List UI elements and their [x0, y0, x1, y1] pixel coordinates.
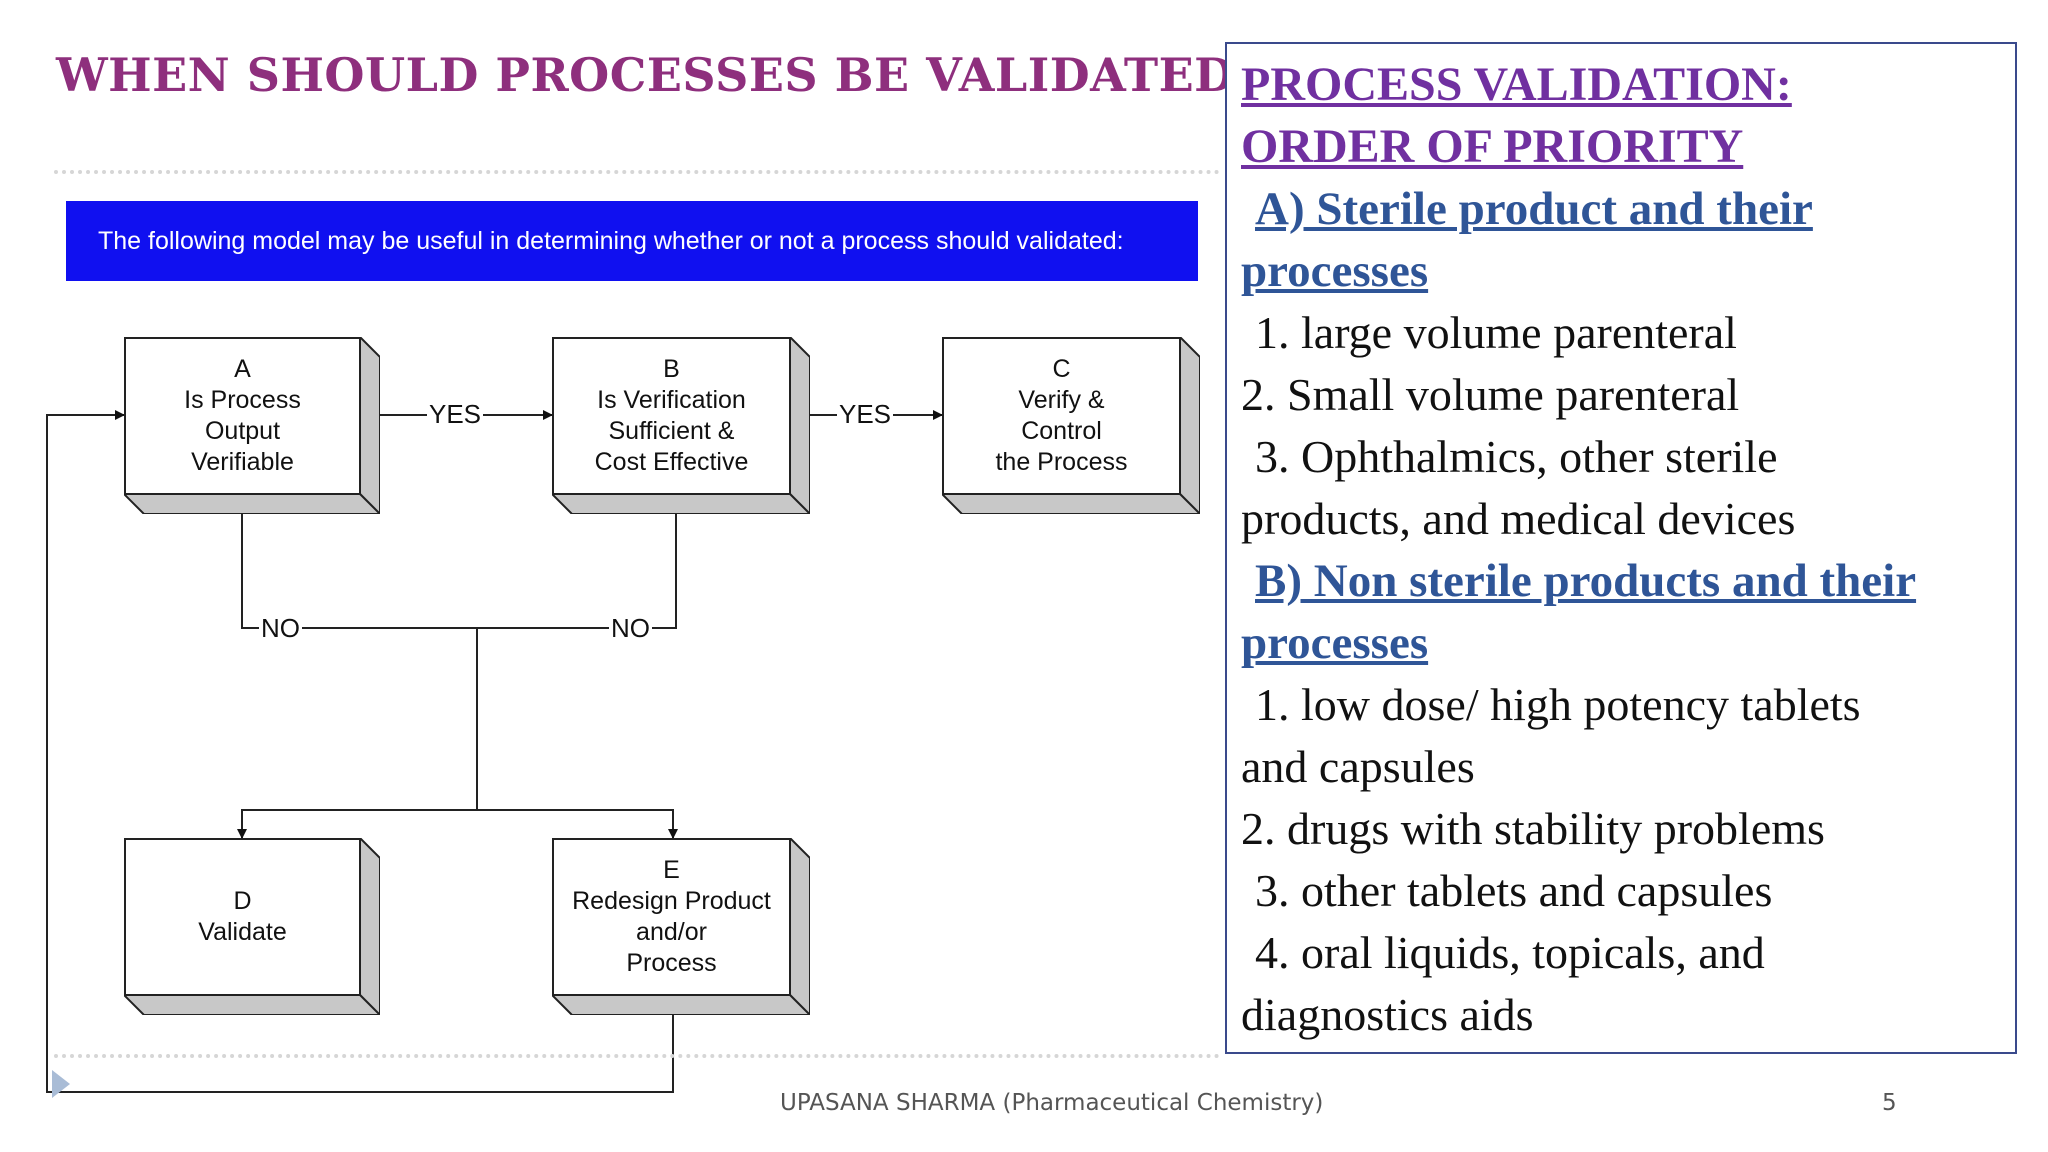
banner-text: The following model may be useful in det…: [98, 226, 1124, 255]
box-a-line-1: A: [234, 355, 251, 383]
label-no-a: NO: [259, 613, 302, 643]
divider-top: [54, 170, 1220, 174]
flow-box-c: C Verify & Control the Process: [942, 337, 1200, 514]
model-banner: The following model may be useful in det…: [66, 201, 1198, 281]
box-c-line-4: the Process: [995, 448, 1128, 476]
section-a-item-1: 1. large volume parenteral: [1255, 307, 1737, 358]
slide-title: WHEN SHOULD PROCESSES BE VALIDATED?: [56, 48, 1262, 102]
priority-heading-line-1: PROCESS VALIDATION:: [1241, 58, 1792, 111]
box-b-line-1: B: [663, 355, 680, 383]
section-b-item-4: 4. oral liquids, topicals, and: [1255, 927, 1765, 978]
flow-box-b: B Is Verification Sufficient & Cost Effe…: [552, 337, 810, 514]
slide-nav-arrow-icon[interactable]: [52, 1070, 70, 1098]
priority-heading-line-2: ORDER OF PRIORITY: [1241, 120, 1744, 173]
box-c-line-2: Verify &: [1018, 386, 1105, 414]
section-b-item-1: 1. low dose/ high potency tablets: [1255, 679, 1861, 730]
box-e-line-2: Redesign Product: [572, 887, 771, 915]
divider-bottom: [54, 1054, 1220, 1058]
box-d-line-2: Validate: [198, 918, 287, 946]
section-a-item-2: 2. Small volume parenteral: [1241, 369, 1740, 420]
box-b-line-2: Is Verification: [597, 386, 746, 414]
section-b-heading-cont: processes: [1241, 617, 1429, 669]
box-b-line-3: Sufficient &: [608, 417, 735, 445]
connector-a-no: [241, 495, 677, 629]
box-a-line-2: Is Process: [184, 386, 301, 414]
page-number: 5: [1882, 1090, 1897, 1116]
box-e-line-3: and/or: [636, 918, 707, 946]
box-a-line-3: Output: [204, 417, 281, 445]
box-c-line-3: Control: [1021, 417, 1102, 445]
box-e-line-1: E: [663, 856, 680, 884]
section-a-item-3: 3. Ophthalmics, other sterile: [1255, 431, 1778, 482]
connector-split: [241, 809, 674, 836]
section-b-item-3: 3. other tablets and capsules: [1255, 865, 1773, 916]
footer-author: UPASANA SHARMA (Pharmaceutical Chemistry…: [780, 1090, 1324, 1116]
label-no-b: NO: [609, 613, 652, 643]
priority-panel: PROCESS VALIDATION: ORDER OF PRIORITY A)…: [1225, 42, 2017, 1054]
box-a-line-4: Verifiable: [191, 448, 294, 476]
section-b-item-2: 2. drugs with stability problems: [1241, 803, 1825, 854]
section-a-heading-cont: processes: [1241, 245, 1429, 297]
section-b-item-1-cont: and capsules: [1241, 741, 1475, 792]
section-b-heading: B) Non sterile products and their: [1255, 555, 1917, 607]
box-e-line-4: Process: [626, 949, 717, 977]
label-yes-a-b: YES: [427, 399, 484, 429]
box-c-line-1: C: [1052, 355, 1071, 383]
flow-box-d: D Validate: [124, 838, 380, 1015]
section-a-item-3-cont: products, and medical devices: [1241, 493, 1796, 544]
label-yes-b-c: YES: [837, 399, 894, 429]
section-a-heading: A) Sterile product and their: [1255, 183, 1813, 235]
section-b-item-4-cont: diagnostics aids: [1241, 989, 1534, 1040]
box-d-line-1: D: [233, 887, 252, 915]
box-b-shadow: [552, 337, 810, 514]
flow-box-e: E Redesign Product and/or Process: [552, 838, 810, 1015]
flow-box-a: A Is Process Output Verifiable: [124, 337, 380, 514]
box-b-line-4: Cost Effective: [594, 448, 749, 476]
